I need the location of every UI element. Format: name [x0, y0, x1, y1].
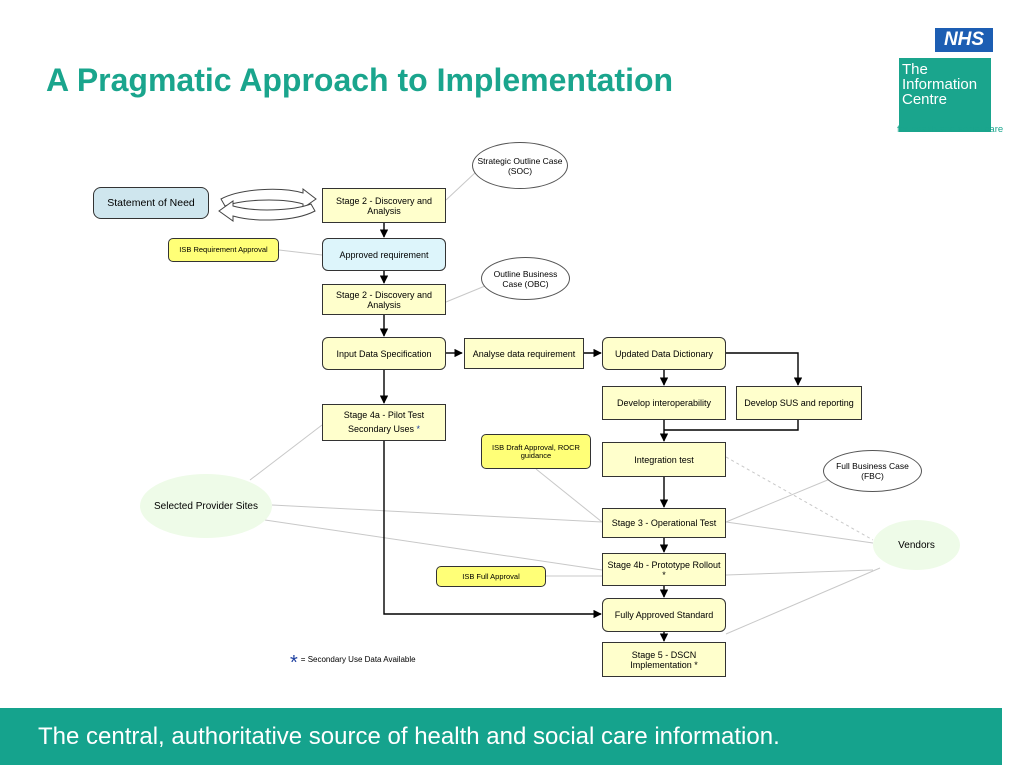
vendors: Vendors: [873, 520, 960, 570]
legend-text: = Secondary Use Data Available: [300, 655, 416, 664]
soc-ellipse: Strategic Outline Case (SOC): [472, 142, 568, 189]
analyse-data-requirement: Analyse data requirement: [464, 338, 584, 369]
logo-line-2: Information: [902, 76, 978, 93]
stage5-vendors-link: [725, 567, 881, 635]
stage4a-title: Stage 4a - Pilot Test: [343, 410, 425, 420]
integration-vendors-link: [725, 456, 874, 541]
isb-draft-link: [535, 468, 603, 523]
integration-test: Integration test: [602, 442, 726, 477]
fbc-ellipse: Full Business Case (FBC): [823, 450, 922, 492]
isb-requirement-link: [278, 249, 323, 256]
logo-line-3: Centre: [902, 91, 948, 108]
approved-requirement: Approved requirement: [322, 238, 446, 271]
arrow-pilot-to-approved: [383, 441, 602, 619]
isb-requirement-approval-note: ISB Requirement Approval: [168, 238, 279, 262]
loop-arrow-left: [218, 200, 316, 222]
obc-ellipse: Outline Business Case (OBC): [481, 257, 570, 300]
updated-data-dictionary: Updated Data Dictionary: [602, 337, 726, 370]
stage2-discovery-1: Stage 2 - Discovery and Analysis: [322, 188, 446, 223]
fbc-link: [725, 478, 831, 523]
stage4a-secondary-uses: Secondary Uses: [347, 424, 414, 434]
nhs-badge: NHS: [935, 28, 993, 52]
develop-interoperability: Develop interoperability: [602, 386, 726, 420]
loop-arrows: [218, 187, 317, 222]
flow-arrows: [379, 223, 803, 642]
sites-pilot-link: [249, 424, 323, 481]
input-data-specification: Input Data Specification: [322, 337, 446, 370]
footer-banner: The central, authoritative source of hea…: [0, 708, 1002, 765]
information-centre-box: The Information Centre: [899, 58, 991, 132]
rollout-vendors-link: [725, 569, 874, 576]
sites-operational-link: [271, 504, 603, 523]
isb-full-approval-note: ISB Full Approval: [436, 566, 546, 587]
selected-provider-sites: Selected Provider Sites: [140, 474, 272, 538]
association-lines: [249, 170, 881, 635]
loop-arrow-right: [220, 187, 317, 209]
stage3-operational-test: Stage 3 - Operational Test: [602, 508, 726, 538]
stage4a-subtitle: Secondary Uses *: [348, 424, 420, 434]
isb-draft-approval-note: ISB Draft Approval, ROCR guidance: [481, 434, 591, 469]
stage4a-star: *: [416, 424, 421, 434]
stage4a-pilot-test: Stage 4a - Pilot Test Secondary Uses *: [322, 404, 446, 441]
logo-line-1: The: [902, 61, 928, 78]
legend: *= Secondary Use Data Available: [290, 652, 416, 675]
develop-sus-and-reporting: Develop SUS and reporting: [736, 386, 862, 420]
legend-star-icon: *: [290, 652, 298, 674]
stage5-dscn-implementation: Stage 5 - DSCN Implementation *: [602, 642, 726, 677]
stage2-discovery-2: Stage 2 - Discovery and Analysis: [322, 284, 446, 315]
logo-tagline: for health and social care: [897, 124, 1004, 135]
obc-link: [445, 285, 486, 303]
statement-of-need: Statement of Need: [93, 187, 209, 219]
slide-title: A Pragmatic Approach to Implementation: [46, 62, 674, 98]
stage4b-prototype-rollout: Stage 4b - Prototype Rollout *: [602, 553, 726, 586]
soc-link: [445, 170, 478, 201]
sites-rollout-link: [264, 519, 603, 571]
arrow-dictionary-to-sus: [726, 352, 803, 386]
fully-approved-standard: Fully Approved Standard: [602, 598, 726, 632]
arrow-sus-merge: [664, 420, 799, 431]
operational-vendors-link: [725, 521, 874, 544]
